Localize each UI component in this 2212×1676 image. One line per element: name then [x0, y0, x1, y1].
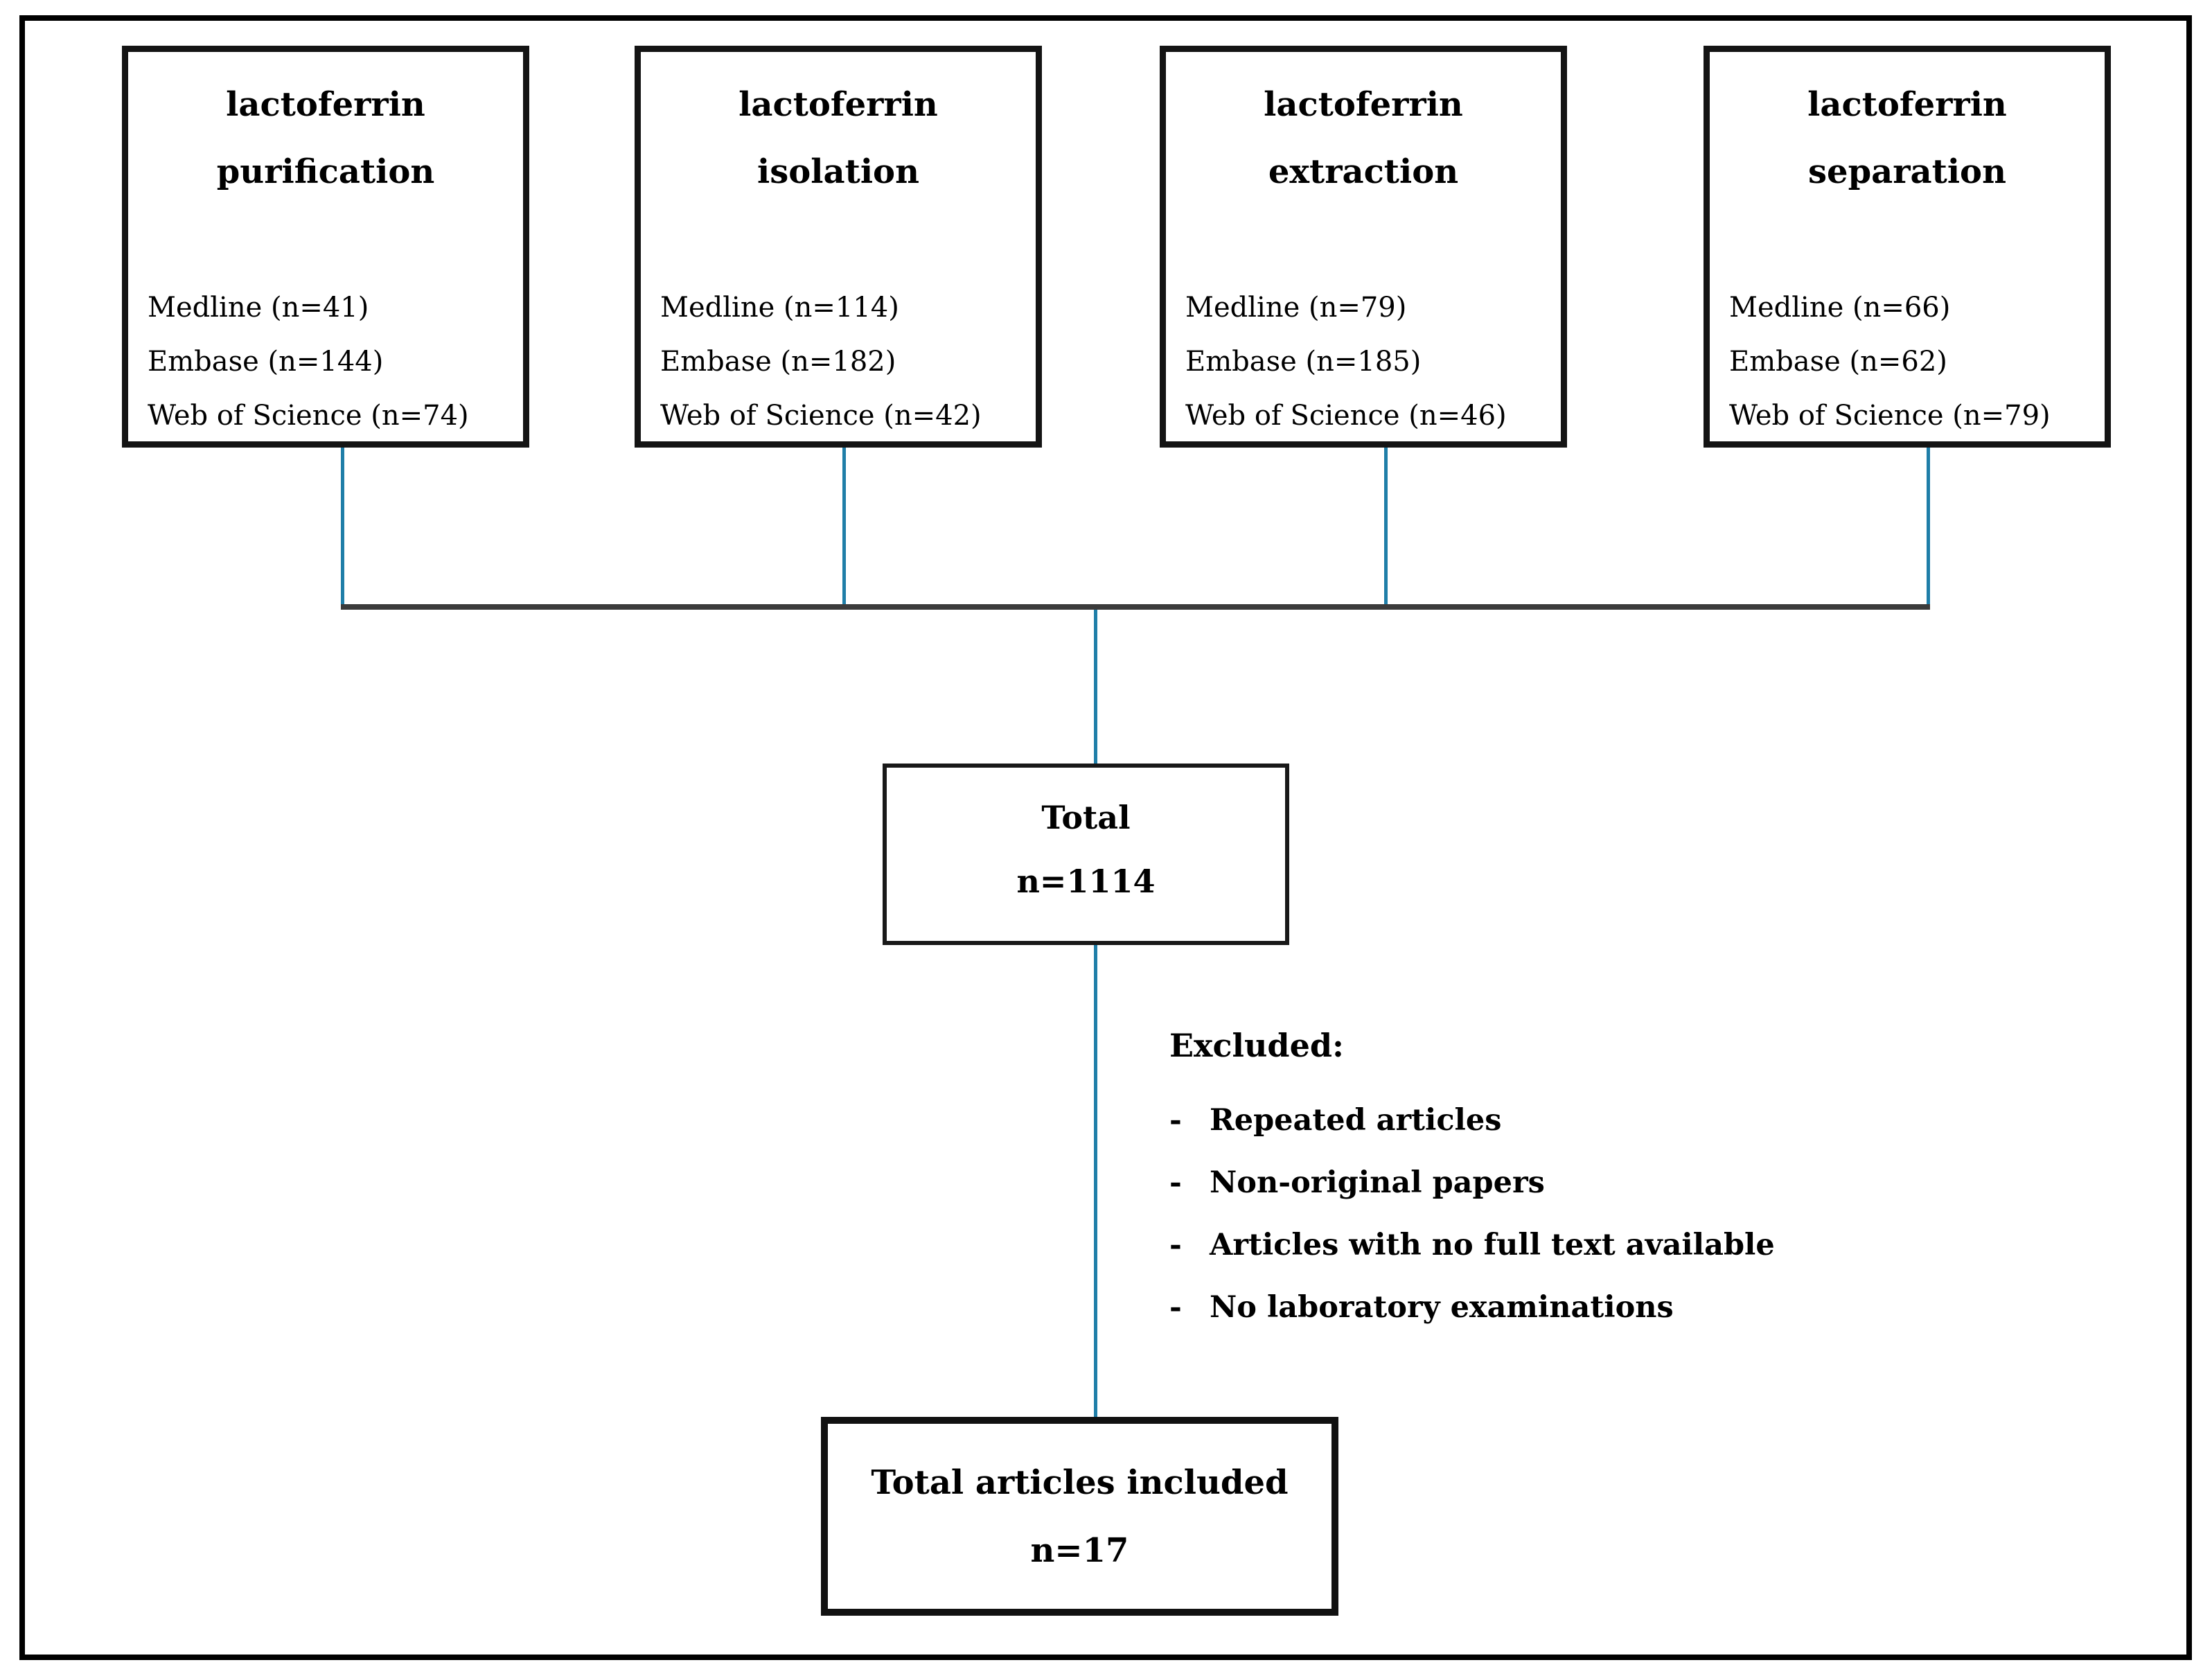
excluded-item: - No laboratory examinations [1169, 1276, 1775, 1339]
total-box-label: Total [1041, 799, 1131, 836]
source-count-embase: Embase (n=182) [660, 346, 896, 378]
search-box-isolation: lactoferrin isolation Medline (n=114) Em… [635, 46, 1042, 448]
total-box-count: n=1114 [1016, 863, 1156, 900]
search-box-title: lactoferrin purification [128, 71, 523, 206]
excluded-item: - Non-original papers [1169, 1152, 1775, 1214]
excluded-item-bullet: - [1169, 1165, 1182, 1200]
source-count-web-of-science: Web of Science (n=79) [1729, 400, 2051, 432]
included-box-label: Total articles included [871, 1463, 1289, 1502]
search-box-title-line1: lactoferrin [226, 85, 425, 124]
source-count-embase: Embase (n=144) [148, 346, 384, 378]
excluded-item-bullet: - [1169, 1290, 1182, 1325]
search-box-purification: lactoferrin purification Medline (n=41) … [122, 46, 529, 448]
excluded-item-text: No laboratory examinations [1210, 1290, 1674, 1325]
excluded-heading: Excluded: [1169, 1027, 1344, 1064]
connector-line-box1 [341, 448, 344, 607]
source-count-embase: Embase (n=62) [1729, 346, 1947, 378]
source-count-medline: Medline (n=41) [148, 292, 369, 324]
source-count-web-of-science: Web of Science (n=74) [148, 400, 469, 432]
connector-line-box3 [1384, 448, 1388, 607]
excluded-item-text: Articles with no full text available [1210, 1228, 1775, 1262]
search-box-title: lactoferrin extraction [1166, 71, 1561, 206]
excluded-block: Excluded: - Repeated articles - Non-orig… [1169, 1024, 1775, 1339]
search-box-separation: lactoferrin separation Medline (n=66) Em… [1704, 46, 2111, 448]
excluded-item-text: Repeated articles [1210, 1103, 1502, 1138]
search-box-title: lactoferrin separation [1710, 71, 2105, 206]
excluded-item: - Articles with no full text available [1169, 1214, 1775, 1276]
search-box-title-line2: extraction [1268, 152, 1459, 191]
included-box-count: n=17 [1030, 1531, 1129, 1570]
search-box-title-line1: lactoferrin [738, 85, 938, 124]
total-box: Total n=1114 [883, 764, 1289, 945]
source-count-web-of-science: Web of Science (n=46) [1185, 400, 1507, 432]
search-box-extraction: lactoferrin extraction Medline (n=79) Em… [1160, 46, 1567, 448]
search-box-sources: Medline (n=41) Embase (n=144) Web of Sci… [148, 281, 523, 443]
figure-border [19, 15, 2192, 1660]
source-count-medline: Medline (n=66) [1729, 292, 1951, 324]
source-count-embase: Embase (n=185) [1185, 346, 1422, 378]
excluded-items: - Repeated articles - Non-original paper… [1169, 1089, 1775, 1339]
connector-line-box4 [1927, 448, 1930, 607]
excluded-item: - Repeated articles [1169, 1089, 1775, 1152]
connector-merge-bar [341, 604, 1930, 610]
search-box-title-line2: purification [216, 152, 435, 191]
connector-line-to-total [1094, 610, 1097, 765]
search-box-title-line1: lactoferrin [1264, 85, 1463, 124]
excluded-item-bullet: - [1169, 1228, 1182, 1262]
source-count-web-of-science: Web of Science (n=42) [660, 400, 982, 432]
excluded-item-bullet: - [1169, 1103, 1182, 1138]
search-box-title-line2: separation [1808, 152, 2006, 191]
search-box-sources: Medline (n=79) Embase (n=185) Web of Sci… [1185, 281, 1561, 443]
search-box-sources: Medline (n=114) Embase (n=182) Web of Sc… [660, 281, 1036, 443]
connector-line-to-included [1094, 945, 1097, 1418]
excluded-item-text: Non-original papers [1210, 1165, 1545, 1200]
search-box-title-line2: isolation [757, 152, 919, 191]
source-count-medline: Medline (n=79) [1185, 292, 1407, 324]
connector-line-box2 [842, 448, 846, 607]
source-count-medline: Medline (n=114) [660, 292, 899, 324]
search-box-title-line1: lactoferrin [1807, 85, 2007, 124]
search-box-sources: Medline (n=66) Embase (n=62) Web of Scie… [1729, 281, 2105, 443]
search-box-title: lactoferrin isolation [641, 71, 1036, 206]
included-box: Total articles included n=17 [821, 1417, 1338, 1616]
